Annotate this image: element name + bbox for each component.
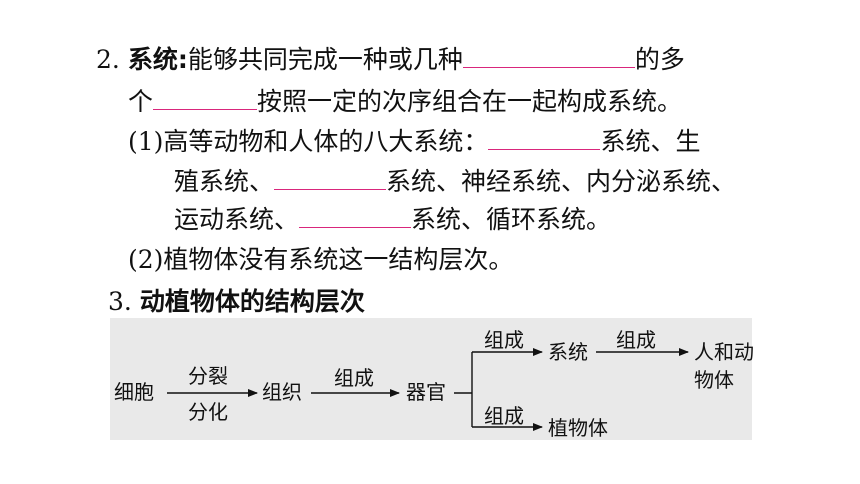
- item2-line2: 个 按照一定的次序组合在一起构成系统。: [128, 86, 682, 118]
- blank-3: [488, 127, 601, 150]
- sub1-label: (1): [128, 127, 164, 156]
- blank-4: [274, 167, 387, 190]
- diagram-arrows: [167, 348, 689, 431]
- sub1-line1: (1)高等动物和人体的八大系统： 系统、生: [128, 126, 700, 158]
- label-differentiate: 分化: [188, 400, 228, 424]
- item2-text-b: 的多: [634, 45, 685, 74]
- item2-text-d: 按照一定的次序组合在一起构成系统。: [257, 87, 683, 116]
- node-human-animal-2: 物体: [694, 368, 734, 392]
- item2-term: 系统: [127, 45, 178, 74]
- sub1-line2: 殖系统、 系统、神经系统、内分泌系统、: [174, 166, 736, 198]
- node-plant: 植物体: [548, 416, 608, 440]
- node-human-animal-1: 人和动: [694, 340, 754, 364]
- sub1-text-e: 运动系统、: [174, 205, 300, 234]
- item3-title: 动植物体的结构层次: [139, 287, 365, 316]
- blank-1: [462, 45, 635, 68]
- label-compose-right: 组成: [616, 328, 656, 352]
- sub1-text-d: 系统、神经系统、内分泌系统、: [386, 167, 737, 196]
- blank-2: [153, 87, 258, 110]
- item2-line1: 2. 系统:能够共同完成一种或几种 的多: [96, 44, 685, 76]
- node-organ: 器官: [406, 380, 446, 404]
- item2-text-a: 能够共同完成一种或几种: [187, 45, 463, 74]
- label-compose-bottom: 组成: [484, 404, 524, 428]
- sub1-text-b: 系统、生: [600, 127, 701, 156]
- sub1-text-c: 殖系统、: [174, 167, 275, 196]
- structure-diagram: 细胞 分裂 分化 组织 组成 器官 组成 系统 组成 人和动 物体 组成 植物体: [110, 318, 754, 440]
- label-compose-top: 组成: [484, 328, 524, 352]
- sub1-line3: 运动系统、 系统、循环系统。: [174, 204, 611, 236]
- node-tissue: 组织: [262, 380, 302, 404]
- item3-heading: 3. 动植物体的结构层次: [108, 286, 365, 318]
- sub1-text-f: 系统、循环系统。: [411, 205, 612, 234]
- sub2-text: 植物体没有系统这一结构层次。: [163, 245, 514, 274]
- label-split: 分裂: [188, 364, 228, 388]
- node-system: 系统: [548, 340, 588, 364]
- item2-text-c: 个: [128, 87, 154, 116]
- sub2-label: (2): [128, 245, 164, 274]
- sub2-line: (2)植物体没有系统这一结构层次。: [128, 244, 513, 276]
- item3-number: 3.: [108, 287, 132, 316]
- label-compose-1: 组成: [334, 366, 374, 390]
- item2-number: 2.: [96, 45, 120, 74]
- sub1-text-a: 高等动物和人体的八大系统：: [163, 127, 489, 156]
- blank-5: [299, 205, 412, 228]
- item2-colon: :: [177, 45, 188, 74]
- node-cell: 细胞: [114, 380, 154, 404]
